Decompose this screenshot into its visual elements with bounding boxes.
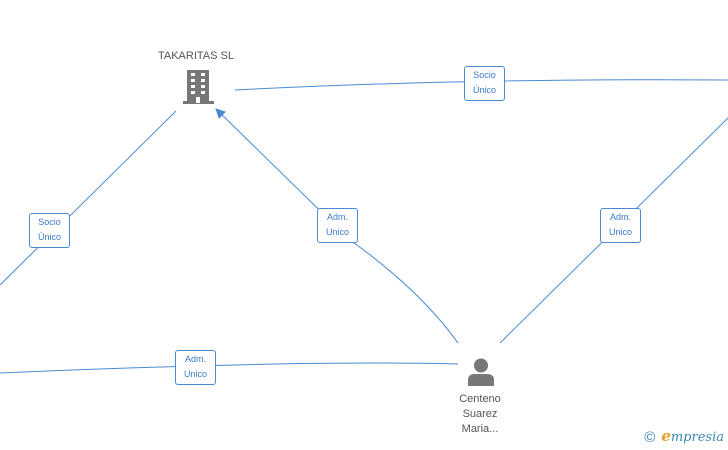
person-icon[interactable] [466,358,496,386]
edge-label-line: Adm. [184,354,206,364]
edge-person-company [215,108,459,344]
edge-label-line: Unico [325,227,349,237]
edge-label-line: Adm. [609,212,631,222]
edge-label-bottom-left[interactable]: Adm. Unico [175,350,216,385]
edge-label-right[interactable]: Adm. Unico [600,208,641,243]
edge-label-line: Unico [183,369,207,379]
company-name[interactable]: TAKARITAS SL [157,50,234,62]
brand-logo: empresia [661,427,724,446]
edge-label-left[interactable]: Socio Único [29,213,70,248]
person-name[interactable]: Centeno Suarez Maria... [440,392,520,437]
edge-label-line: Unico [608,227,632,237]
edge-person-bottom-left [0,362,459,374]
brand-logo-text: mpresia [670,430,724,445]
footer-brand: © empresia [644,427,724,446]
brand-logo-initial: e [661,427,671,445]
edge-label-top-right[interactable]: Socio Único [464,66,505,101]
person-name-line-1: Centeno [459,393,501,405]
building-icon[interactable] [183,70,215,104]
edge-label-line: Único [37,232,61,242]
edge-company-left [0,110,177,286]
edge-label-line: Socio [38,217,61,227]
edge-label-line: Socio [473,70,496,80]
edge-label-line: Adm. [326,212,348,222]
edge-label-line: Único [472,85,496,95]
copyright-icon: © [644,428,656,446]
edge-label-middle[interactable]: Adm. Unico [317,208,358,243]
person-name-line-3: Maria... [461,423,499,435]
person-name-line-2: Suarez [462,408,498,420]
